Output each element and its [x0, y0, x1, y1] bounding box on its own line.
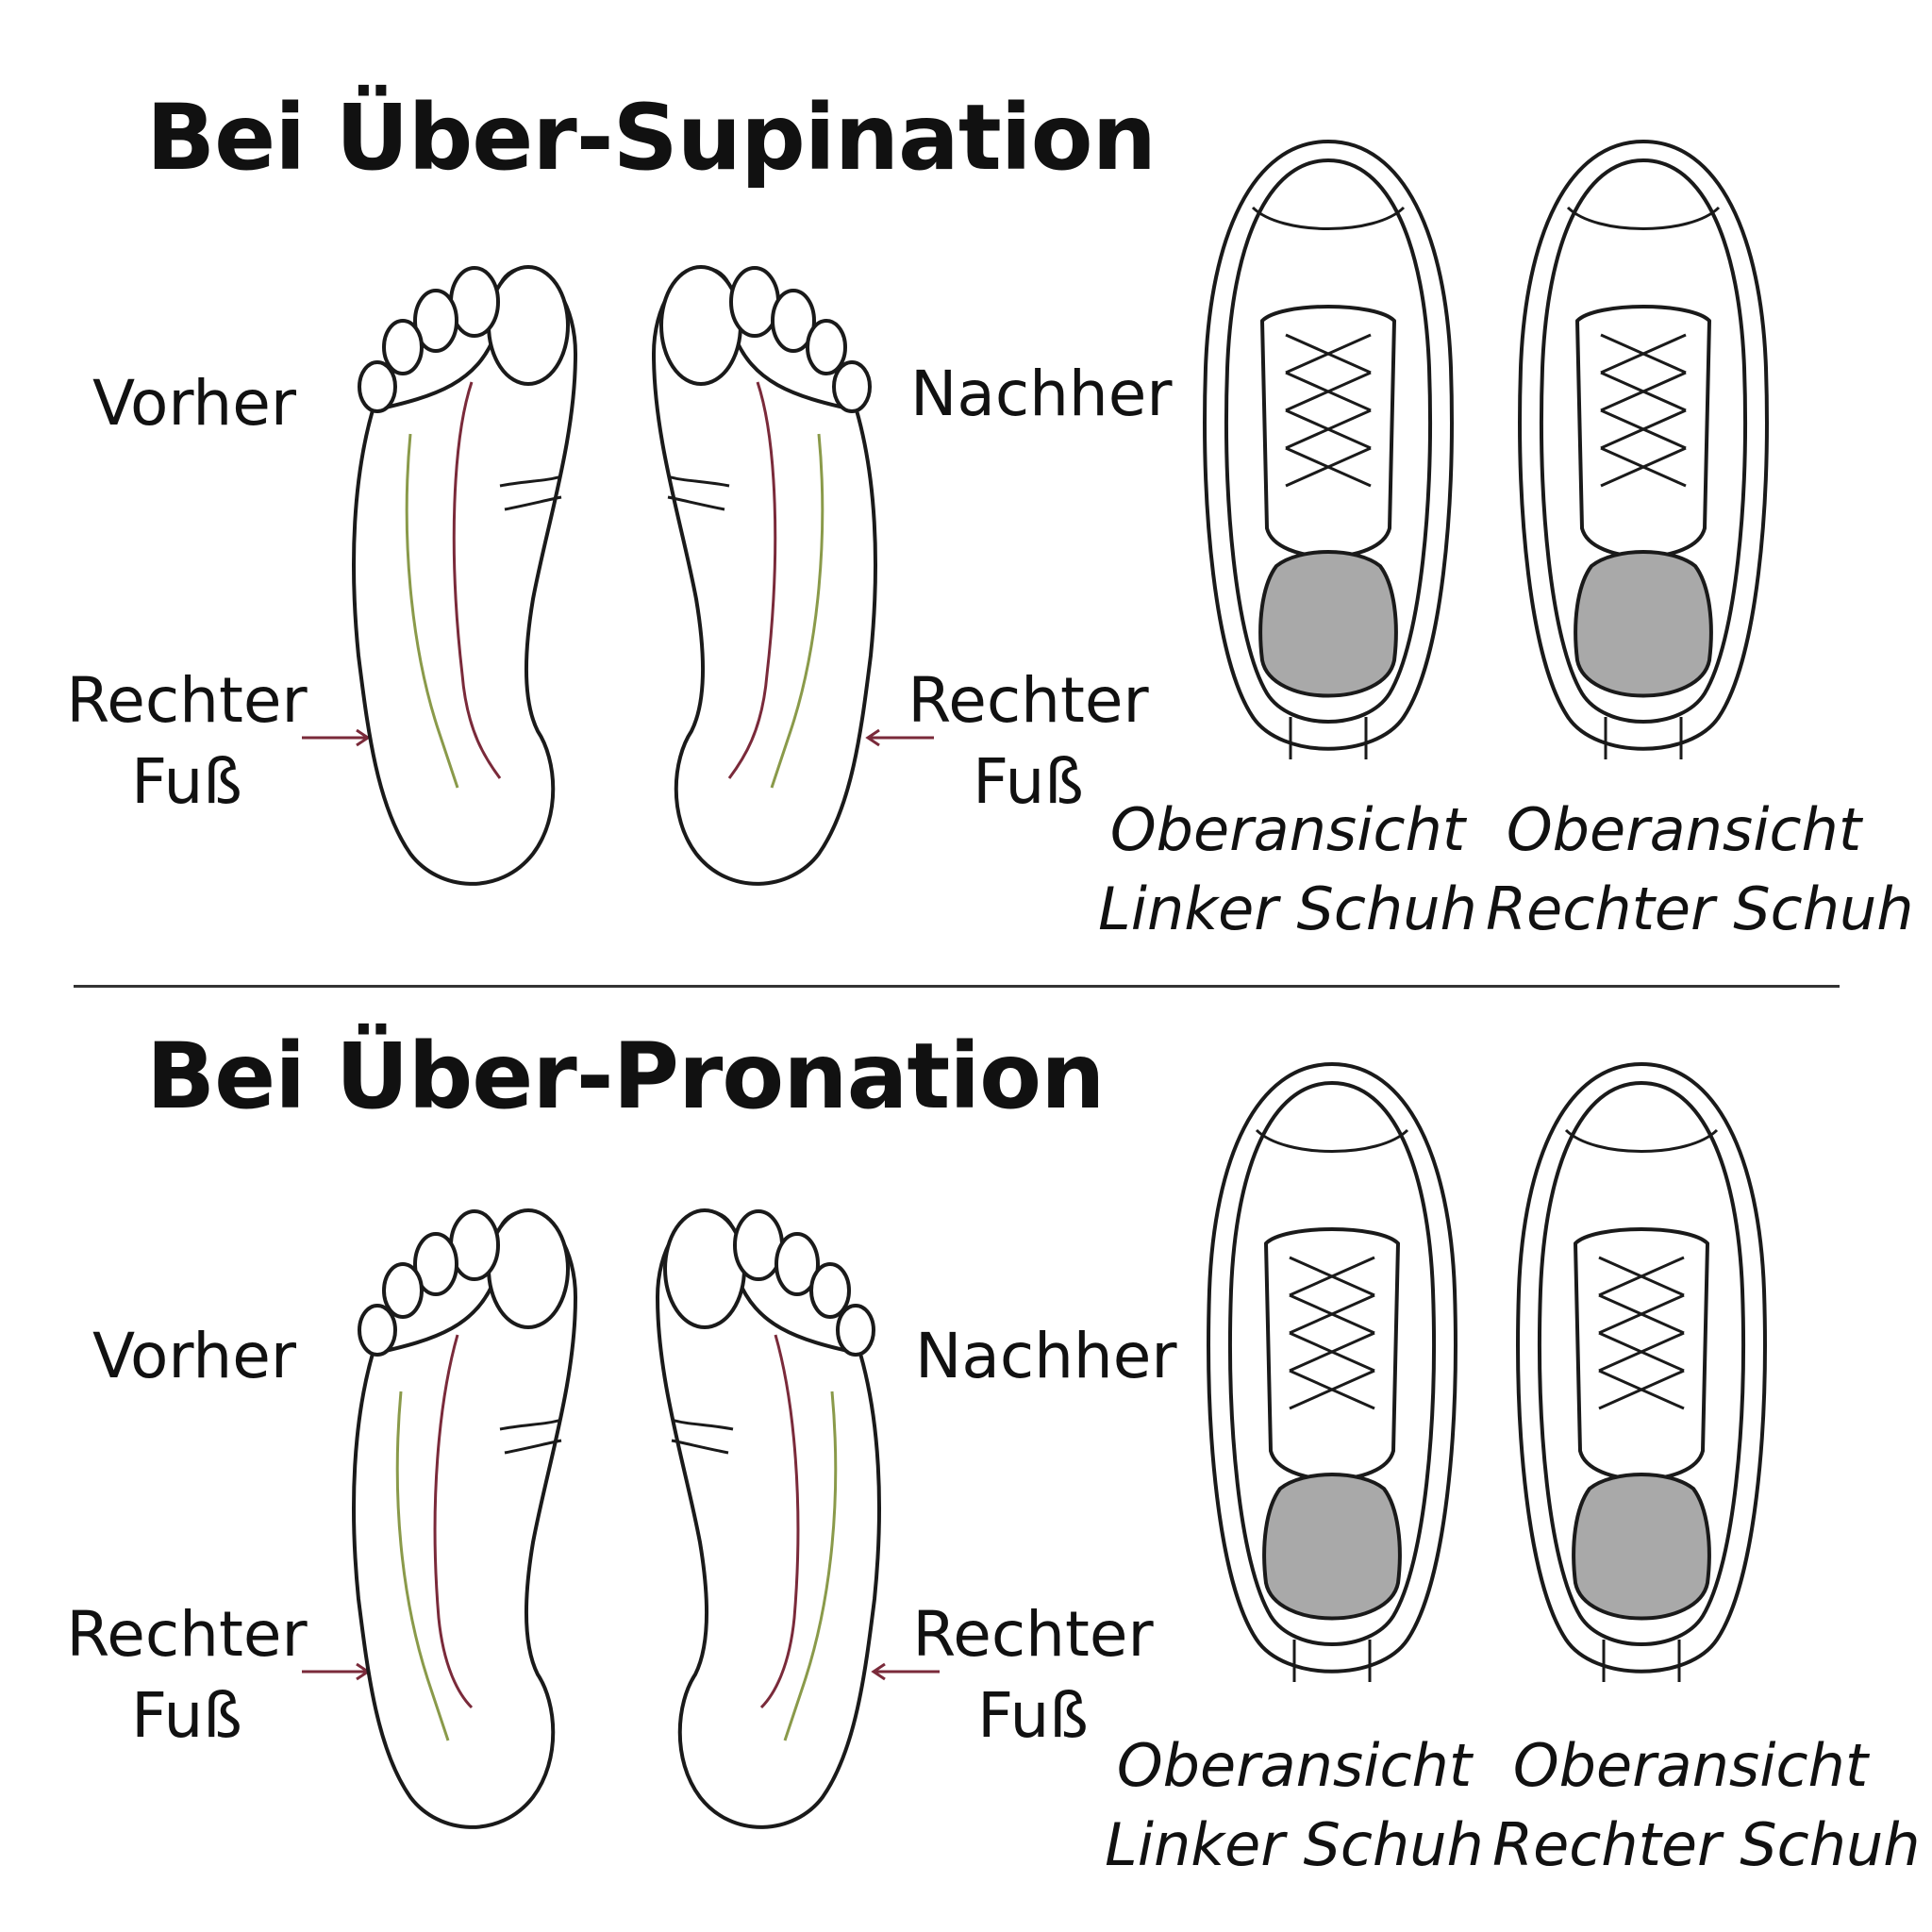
foot-after-icon [652, 265, 877, 886]
right-shoe-icon [1516, 1062, 1767, 1682]
section-divider [74, 985, 1840, 988]
arrow-right-icon [302, 728, 371, 747]
right-foot-label: Rechter Fuß [912, 1598, 1154, 1752]
before-label: Vorher [92, 367, 296, 440]
foot-before-icon [352, 265, 577, 886]
left-foot-label: Rechter Fuß [66, 1598, 308, 1752]
foot-before-icon [352, 1208, 577, 1829]
left-shoe-icon [1207, 1062, 1457, 1682]
section-pronation: Bei Über-Pronation Vorher Nachher Rechte… [0, 929, 1932, 1879]
right-shoe-caption: Oberansicht Rechter Schuh [1492, 1731, 1921, 1879]
after-label: Nachher [910, 358, 1173, 430]
arrow-left-icon [871, 1662, 940, 1681]
left-shoe-caption: Oberansicht Linker Schuh [1098, 795, 1477, 943]
before-label: Vorher [92, 1320, 296, 1392]
left-foot-label: Rechter Fuß [66, 664, 308, 818]
foot-after-icon [656, 1208, 881, 1829]
right-foot-label: Rechter Fuß [908, 664, 1149, 818]
right-shoe-caption: Oberansicht Rechter Schuh [1486, 795, 1914, 943]
after-label: Nachher [915, 1320, 1177, 1392]
left-shoe-caption: Oberansicht Linker Schuh [1105, 1731, 1484, 1879]
section-title: Bei Über-Pronation [146, 1024, 1105, 1129]
left-shoe-icon [1203, 140, 1454, 759]
section-title: Bei Über-Supination [146, 85, 1157, 191]
section-supination: Bei Über-Supination Vorher Nachher Recht… [0, 0, 1932, 943]
arrow-left-icon [865, 728, 934, 747]
right-shoe-icon [1518, 140, 1769, 759]
